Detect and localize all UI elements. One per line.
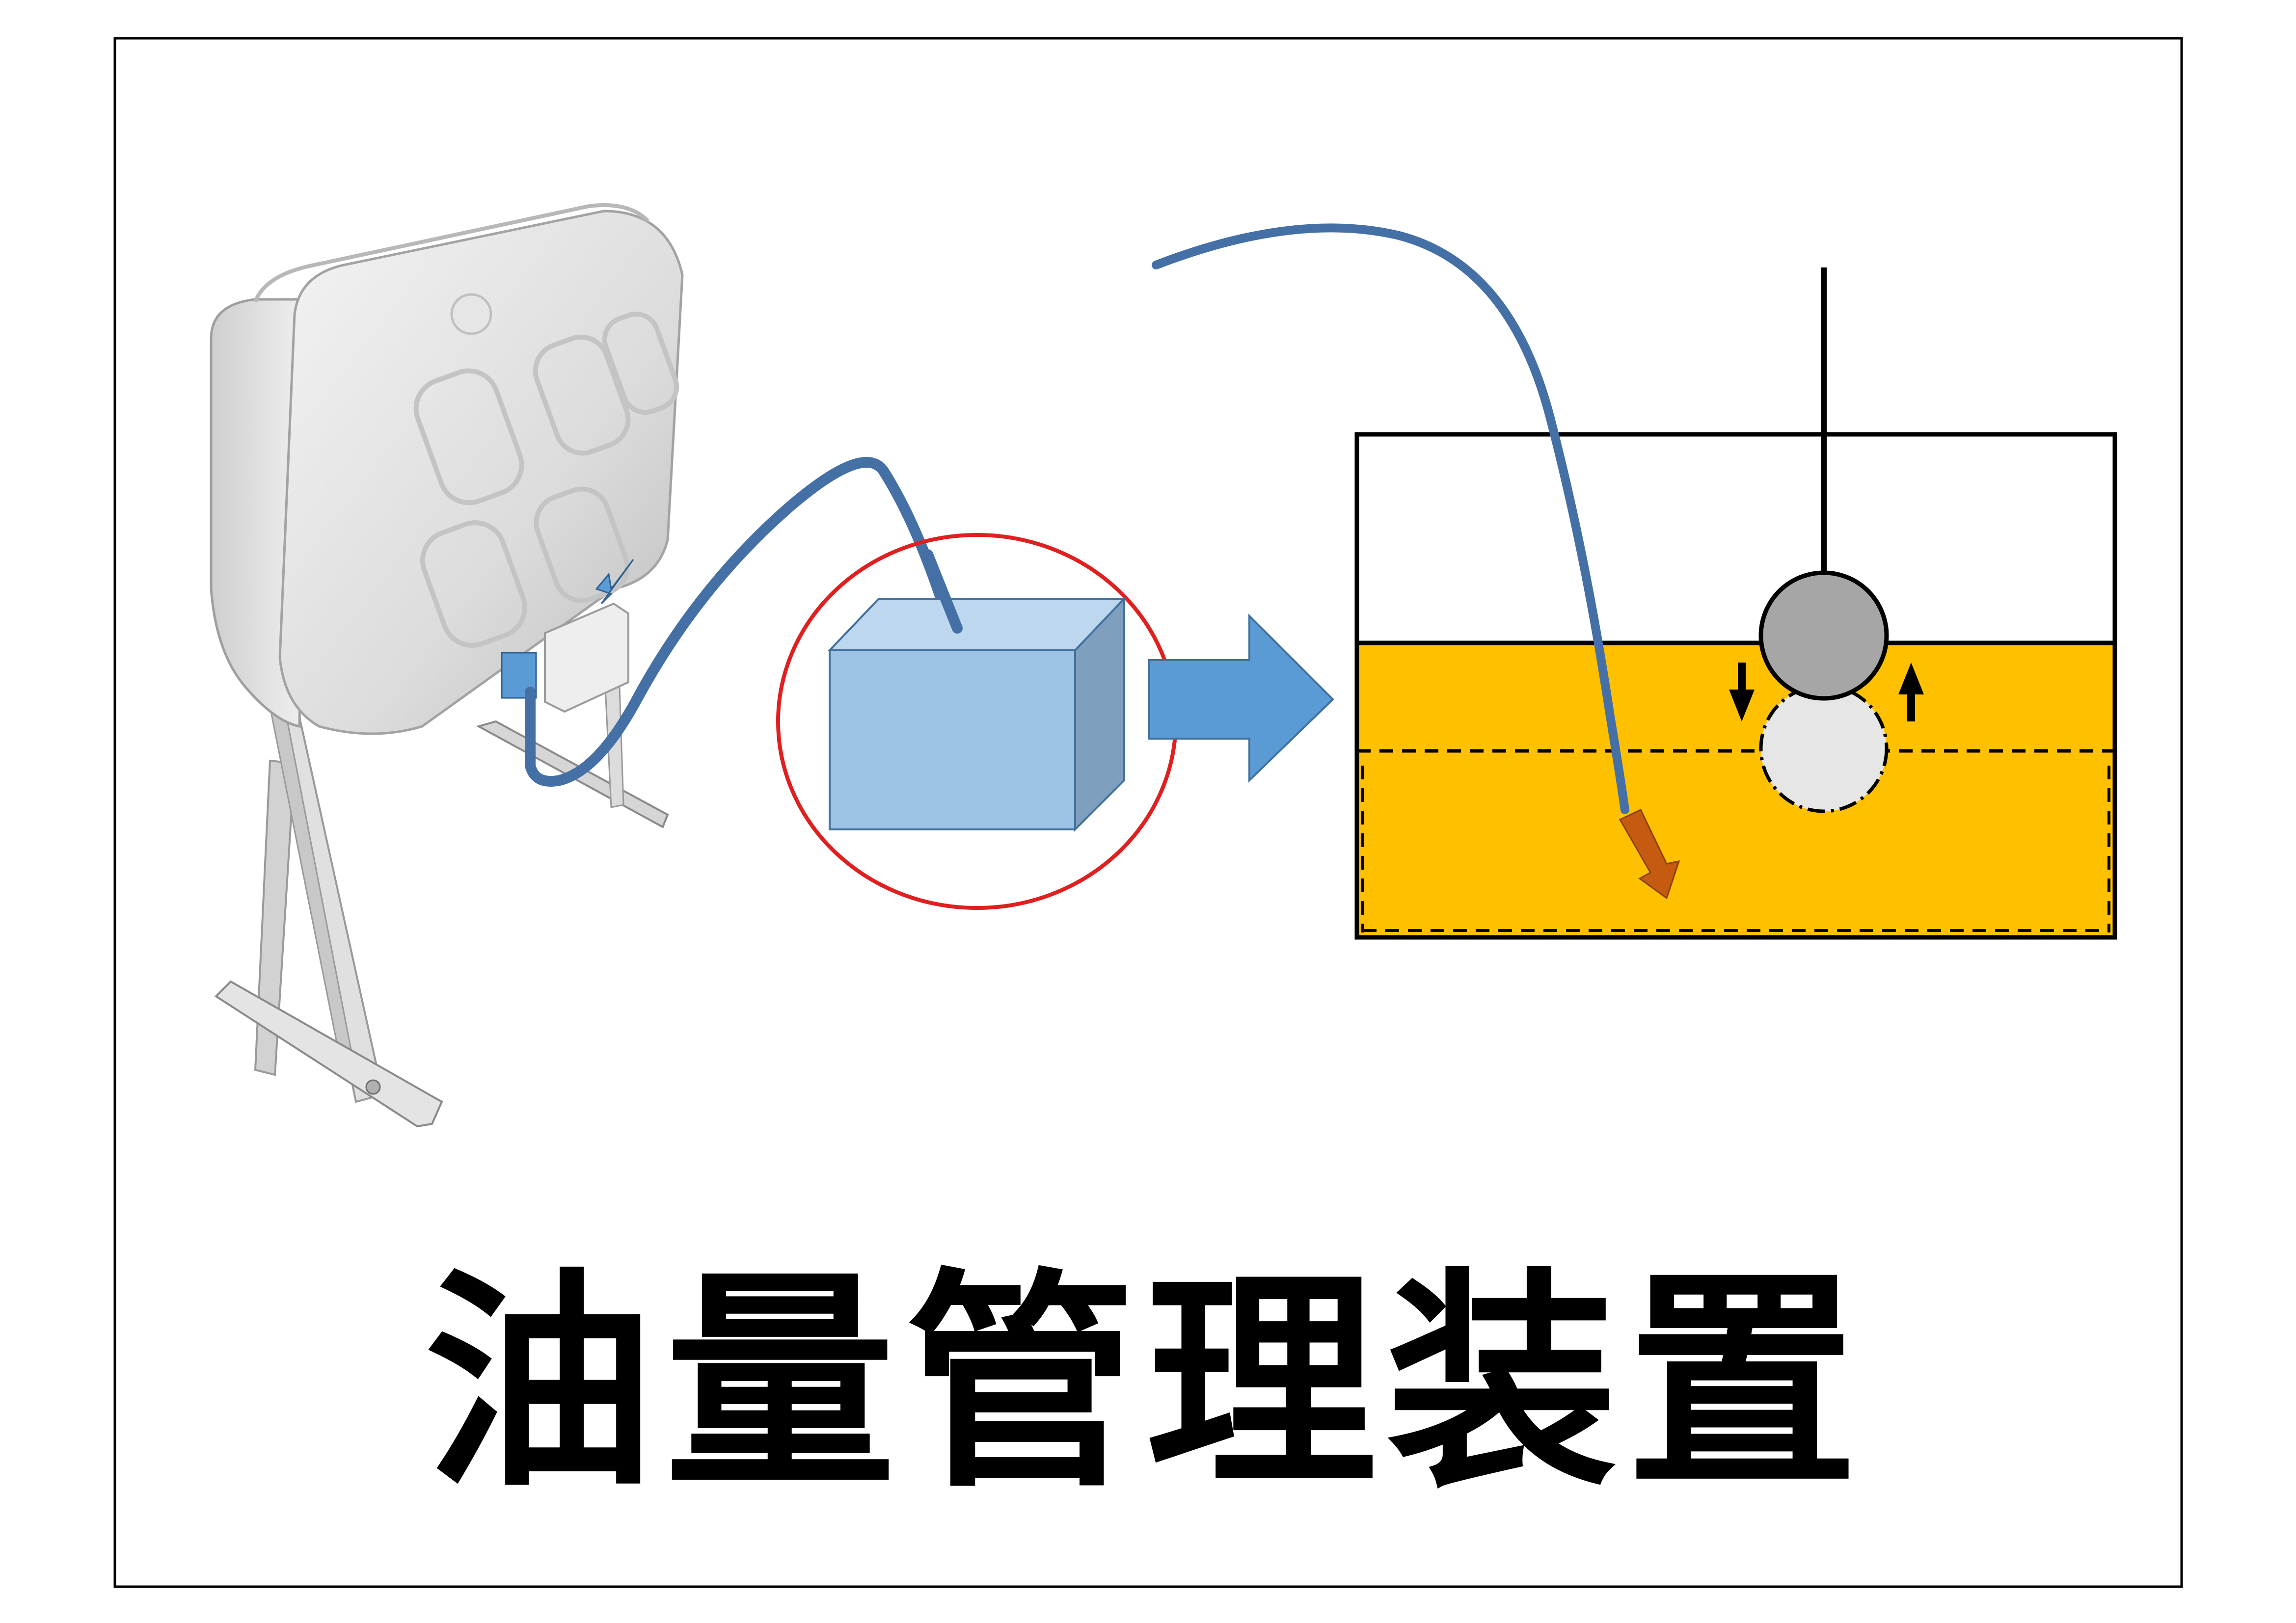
right-arrow-icon [1149,616,1333,780]
float-lower-position [1761,686,1887,811]
page-title: 油量管理装置 [115,1247,2177,1521]
box-top-face [830,599,1124,650]
oil-tank-on-stand-photo [211,205,683,1126]
control-box-icon [830,599,1124,829]
oil-fill [1357,643,2115,937]
box-front-face [830,650,1075,829]
tank-cross-section [1156,228,2115,937]
float-upper-position [1761,573,1887,698]
